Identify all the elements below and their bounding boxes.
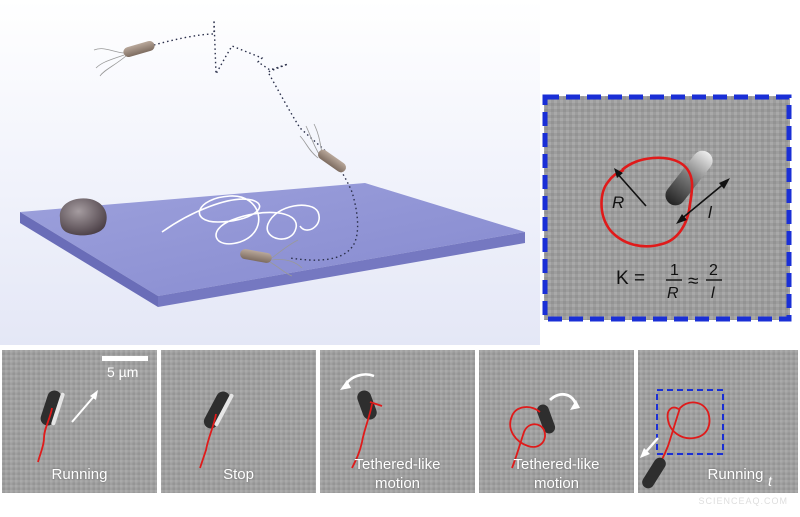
frame-running-1: Running (2, 350, 157, 493)
frame-tethered-2: Tethered-like motion (479, 350, 634, 493)
substrate-front-face (20, 212, 158, 307)
frame-2-content (199, 391, 234, 469)
frame-label-line-1: Tethered-like (354, 456, 441, 473)
frame-1-content (37, 356, 148, 463)
bacterium-approaching (299, 123, 347, 173)
frac1-denominator: R (667, 285, 679, 302)
equation-lhs: K = (616, 268, 645, 289)
frame-tethered-1: Tethered-like motion (320, 350, 475, 493)
curvature-inset: R l K = 1 R ≈ 2 l (542, 94, 792, 322)
approx-symbol: ≈ (688, 271, 698, 292)
bacterium-swimming (93, 40, 155, 77)
scale-bar (102, 356, 148, 361)
swimming-trajectory (153, 19, 359, 261)
surface-trajectory (161, 195, 320, 245)
bacterium-on-surface (240, 239, 303, 277)
scale-bar-label: 5 µm (107, 364, 139, 380)
frame-label-line-1: Tethered-like (513, 456, 600, 473)
frame-label-line-2: motion (533, 475, 580, 492)
surface-illustration (0, 0, 540, 345)
frac2-denominator: l (711, 285, 715, 302)
radius-arrow (615, 171, 647, 207)
frame-label-line-2: motion (374, 475, 421, 492)
frame-running-2: Running (638, 350, 793, 493)
radius-label: R (612, 193, 624, 212)
frame-1-bg (2, 350, 157, 493)
curvature-equation: K = 1 R ≈ 2 l (616, 262, 722, 302)
substrate-side-face (158, 232, 525, 307)
frame-3-bg (320, 350, 475, 493)
watermark: SCIENCEAQ.COM (698, 496, 788, 506)
inset-trajectory (600, 156, 694, 248)
frame-stop: Stop (161, 350, 316, 493)
frame-label: Running (51, 466, 108, 483)
inset-border (542, 94, 792, 322)
background (0, 0, 540, 345)
length-arrow (679, 181, 727, 221)
substrate-top-face (20, 183, 525, 296)
frame-5-bg (638, 350, 798, 493)
length-label: l (708, 203, 713, 222)
time-lapse-strip: 5 µm t Running Stop Tethered-like motion… (0, 350, 800, 510)
time-axis-label: t (768, 473, 772, 489)
frac1-numerator: 1 (670, 262, 679, 279)
frac2-numerator: 2 (709, 262, 718, 279)
frame-5-content (640, 389, 724, 489)
frame-label: Stop (223, 466, 254, 483)
inset-bacterium (665, 150, 713, 206)
frame-4-content (509, 392, 580, 469)
frame-label: Running (707, 466, 764, 483)
frame-4-bg (479, 350, 634, 493)
strip-graphics (2, 350, 798, 503)
frame-3-content (340, 373, 383, 469)
frame-2-bg (161, 350, 316, 493)
adhered-cell (59, 198, 107, 236)
